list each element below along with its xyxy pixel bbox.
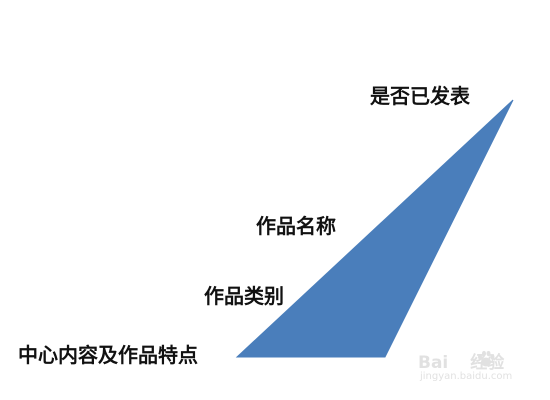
- triangle-shape: [235, 99, 514, 358]
- label-published: 是否已发表: [370, 84, 470, 108]
- watermark-logo-prefix: Bai: [418, 353, 449, 373]
- paw-icon: [478, 350, 495, 367]
- label-content-features: 中心内容及作品特点: [18, 343, 198, 367]
- label-work-category: 作品类别: [204, 284, 284, 308]
- watermark-url: jingyan.baidu.com: [420, 371, 513, 382]
- baidu-jingyan-watermark: Bai经验 jingyan.baidu.com: [418, 348, 533, 388]
- label-work-name: 作品名称: [256, 214, 336, 238]
